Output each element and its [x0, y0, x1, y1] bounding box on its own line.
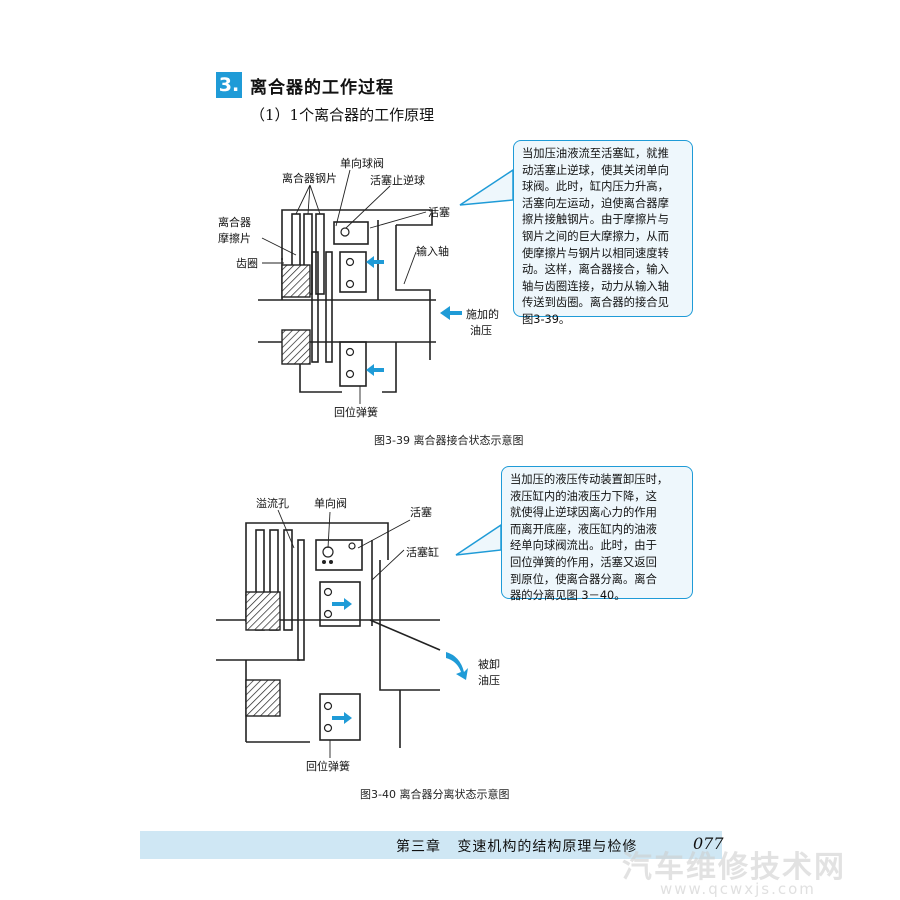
- footer-chapter: 第三章 变速机构的结构原理与检修: [396, 836, 637, 856]
- label-oil-pressure-1: 油压: [470, 324, 492, 337]
- page-number: 077: [693, 834, 724, 853]
- section-number: 3.: [216, 72, 242, 98]
- label-check-valve-2: 单向阀: [314, 497, 347, 510]
- label-applied: 施加的: [466, 308, 499, 321]
- label-clutch: 离合器: [218, 216, 251, 229]
- footer-bar: [140, 831, 722, 859]
- figure1-caption: 图3-39 离合器接合状态示意图: [374, 434, 524, 447]
- label-return-spring-1: 回位弹簧: [334, 406, 378, 419]
- section-title: 离合器的工作过程: [250, 78, 394, 98]
- chapter-title: 变速机构的结构原理与检修: [457, 839, 638, 855]
- chapter-number: 第三章: [396, 839, 441, 855]
- engaged-callout: 当加压油液流至活塞缸，就推动活塞止逆球，使其关闭单向 球阀。此时，缸内压力升高，…: [513, 140, 693, 326]
- label-check-valve: 单向球阀: [340, 157, 384, 170]
- label-gear-ring: 齿圈: [236, 257, 258, 270]
- label-piston: 活塞: [428, 206, 450, 219]
- disengaged-callout: 当加压的液压传动装置卸压时，液压缸内的油液压力下降，这 就使得止逆球因离心力的作…: [501, 466, 693, 602]
- watermark: 汽车维修技术网: [622, 850, 846, 885]
- label-piston-2: 活塞: [410, 506, 432, 519]
- label-oil-pressure-2: 油压: [478, 674, 500, 687]
- subsection-title: （1）1个离合器的工作原理: [250, 106, 435, 124]
- label-overflow-hole: 溢流孔: [256, 497, 289, 510]
- label-released: 被卸: [478, 658, 500, 671]
- label-steel-plate: 离合器钢片: [282, 172, 337, 185]
- label-piston-ball: 活塞止逆球: [370, 174, 425, 187]
- label-return-spring-2: 回位弹簧: [306, 760, 350, 773]
- label-input-shaft: 输入轴: [416, 245, 449, 258]
- figure2-caption: 图3-40 离合器分离状态示意图: [360, 788, 510, 801]
- label-piston-cylinder: 活塞缸: [406, 546, 439, 559]
- label-friction: 摩擦片: [218, 232, 251, 245]
- watermark-url: www.qcwxjs.com: [660, 880, 816, 898]
